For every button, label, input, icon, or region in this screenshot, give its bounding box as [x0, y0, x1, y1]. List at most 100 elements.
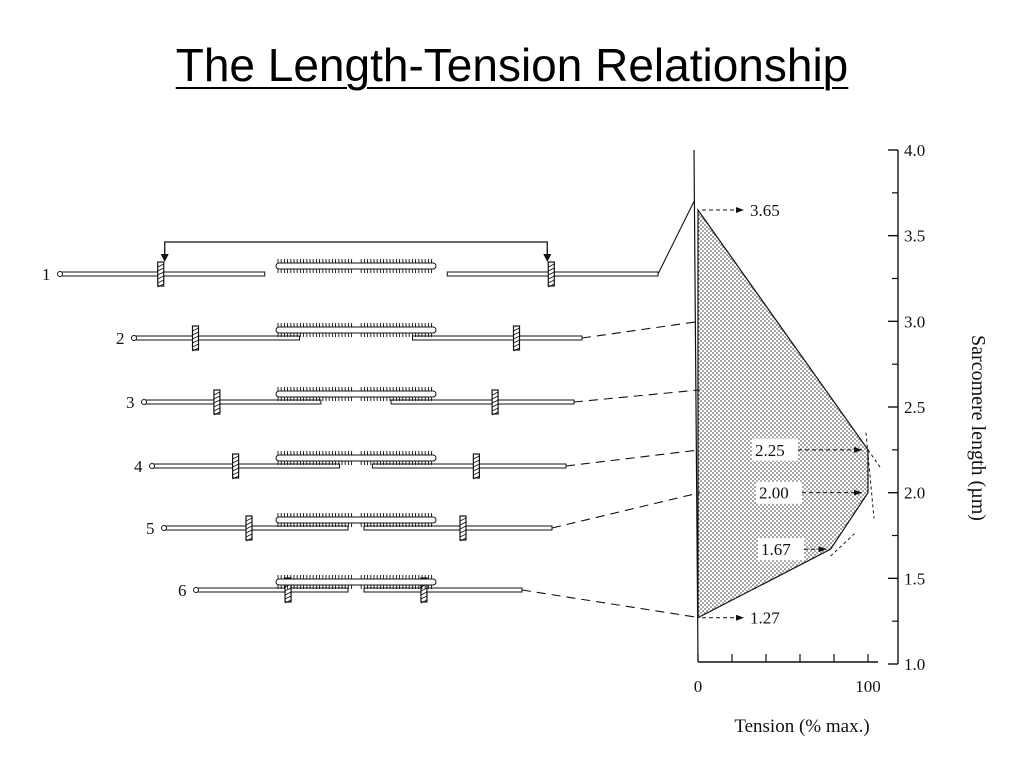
z-disk-hatch	[420, 587, 428, 592]
filament-end	[161, 525, 167, 531]
annotation-2-25: 2.25	[755, 441, 785, 460]
z-disk-hatch	[232, 471, 239, 476]
cross-bridges	[277, 259, 433, 273]
annotation-arrowhead	[854, 489, 862, 496]
z-disk-hatch	[192, 327, 199, 332]
z-disk-hatch	[213, 403, 221, 408]
annotation-arrowhead	[736, 206, 744, 213]
thin-filament	[550, 271, 659, 277]
thick-filament	[275, 454, 437, 462]
z-disk-hatch	[548, 263, 555, 268]
z-disk-hatch	[491, 391, 499, 396]
z-disk-hatch	[513, 327, 520, 332]
z-disk-hatch	[459, 529, 467, 534]
z-disk-hatch	[213, 395, 221, 400]
thin-filament	[195, 587, 289, 593]
z-disk-hatch	[459, 533, 467, 538]
cross-bridges	[277, 387, 433, 401]
sarcomere-connector	[565, 449, 701, 467]
thin-filament	[475, 463, 567, 469]
left-reference-line	[693, 149, 699, 663]
thin-filament	[216, 399, 322, 405]
z-disk-hatch	[473, 455, 480, 460]
z-disk-hatch	[459, 525, 467, 530]
tension-curve-area	[697, 208, 869, 619]
y-tick-label: 1.5	[904, 569, 925, 588]
thin-filament	[248, 525, 349, 531]
sarcomere-label-3: 3	[126, 393, 135, 412]
annotation-1-27: 1.27	[750, 609, 780, 628]
z-disk-hatch	[491, 407, 499, 412]
z-disk-hatch	[157, 279, 164, 284]
thin-filament	[195, 335, 300, 341]
z-disk-hatch	[245, 517, 253, 522]
annotation-label-background	[752, 438, 798, 461]
y-tick-label: 3.0	[904, 312, 925, 331]
cross-bridges	[277, 513, 433, 527]
z-disk-hatch	[213, 399, 221, 404]
z-disk-hatch	[548, 283, 555, 288]
sarcomere-labels: 1 2 3 4 5 6	[42, 265, 187, 600]
z-disk-hatch	[459, 521, 467, 526]
plateau-guide	[865, 432, 875, 519]
sarcomere-span-arrow	[164, 241, 548, 260]
thin-filament	[363, 525, 464, 531]
filament-end	[149, 463, 155, 469]
z-disk-hatch	[157, 275, 164, 280]
z-disk-hatch	[420, 599, 428, 604]
annotation-2-00: 2.00	[759, 484, 789, 503]
z-disk-hatch	[459, 537, 467, 542]
z-disk-hatch	[284, 591, 292, 596]
z-disk-hatch	[157, 271, 164, 276]
thin-filament	[59, 271, 162, 277]
annotation-leaders	[702, 206, 881, 621]
annotation-arrowhead	[736, 614, 744, 621]
thin-filament	[371, 463, 477, 469]
z-disk-hatch	[232, 475, 239, 480]
sarcomere-label-5: 5	[146, 519, 155, 538]
sarcomere-label-1: 1	[42, 265, 51, 284]
z-disk-hatch	[459, 517, 467, 522]
z-disk-hatch	[513, 347, 520, 352]
cross-bridges	[277, 575, 433, 589]
arrowhead	[160, 254, 169, 262]
sarcomere-label-2: 2	[116, 329, 125, 348]
sarcomere-connector	[521, 589, 701, 619]
thin-filament	[133, 335, 196, 341]
z-disk-hatch	[473, 475, 480, 480]
thin-filament	[494, 399, 575, 405]
thin-filament	[390, 399, 496, 405]
z-disk-hatch	[213, 391, 221, 396]
z-disk-hatch	[284, 595, 292, 600]
thick-filament	[275, 262, 437, 270]
z-disk-hatch	[491, 403, 499, 408]
z-disk-hatch	[473, 463, 480, 468]
z-disk-hatch	[513, 331, 520, 336]
z-disk-hatch	[491, 395, 499, 400]
x-tick-label-100: 100	[855, 677, 881, 696]
sarcomere-diagrams	[57, 241, 659, 604]
z-disk-hatch	[245, 525, 253, 530]
z-disk-hatch	[232, 467, 239, 472]
z-disk-hatch	[192, 331, 199, 336]
z-disk-hatch	[491, 399, 499, 404]
z-disk-hatch	[548, 279, 555, 284]
filament-end	[131, 335, 137, 341]
sarcomere-connector	[551, 492, 701, 529]
z-disk-hatch	[473, 459, 480, 464]
z-disk-hatch	[157, 263, 164, 268]
sarcomere-connector	[581, 320, 701, 339]
y-tick-label: 4.0	[904, 141, 925, 160]
thick-filament	[275, 390, 437, 398]
annotation-label-background	[758, 538, 804, 561]
x-axis-label: Tension (% max.)	[734, 716, 869, 737]
arrowhead	[543, 254, 552, 262]
z-disk-hatch	[420, 595, 428, 600]
thin-filament	[516, 335, 583, 341]
thick-filament	[275, 516, 437, 524]
y-tick-label: 3.5	[904, 227, 925, 246]
z-disk-hatch	[284, 587, 292, 592]
z-disk-hatch	[192, 347, 199, 352]
sarcomere-connector	[657, 201, 695, 275]
